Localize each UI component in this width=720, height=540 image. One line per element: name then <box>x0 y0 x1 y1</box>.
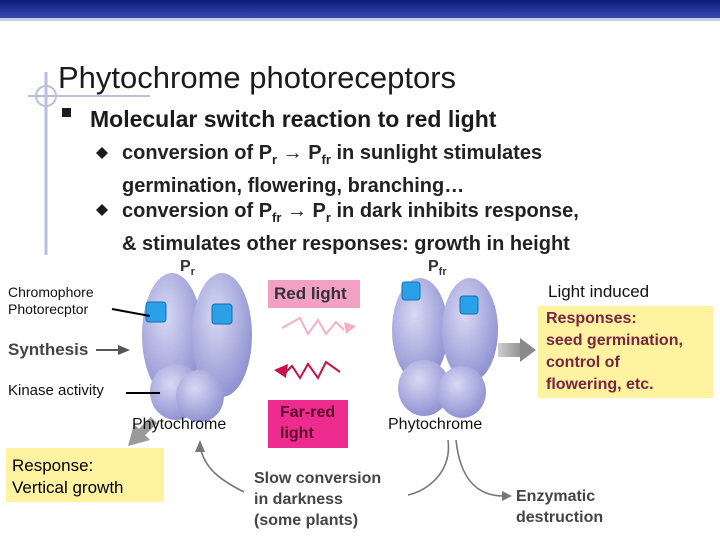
synthesis-label: Synthesis <box>8 340 89 359</box>
sub-bullet-2: conversion of Pfr → Pr in dark inhibits … <box>122 200 579 255</box>
main-bullet: Molecular switch reaction to red light <box>90 106 497 132</box>
pfr-label: Pfr <box>428 258 447 279</box>
pr-label: Pr <box>180 258 195 279</box>
enzymatic-label: Enzymatic destruction <box>516 488 604 526</box>
kinase-label: Kinase activity <box>8 382 104 399</box>
bullet-marker <box>62 108 71 117</box>
slide-title: Phytochrome photoreceptors <box>58 60 457 95</box>
pfr-protein <box>392 278 498 418</box>
top-banner <box>0 0 720 18</box>
phytochrome-left-label: Phytochrome <box>132 416 227 433</box>
pr-protein <box>142 273 252 422</box>
sub-bullet-1: conversion of Pr → Pfr in sunlight stimu… <box>122 142 543 197</box>
top-banner-stripe <box>0 18 720 21</box>
response-vertical-growth: Response: Vertical growth <box>12 456 124 497</box>
slow-conversion-label: Slow conversion in darkness (some plants… <box>254 470 382 529</box>
phytochrome-right-label: Phytochrome <box>388 416 483 433</box>
red-light-label: Red light <box>274 284 347 303</box>
light-induced-label: Light induced <box>548 282 650 301</box>
responses-text: Responses: seed germination, control of … <box>546 310 683 393</box>
